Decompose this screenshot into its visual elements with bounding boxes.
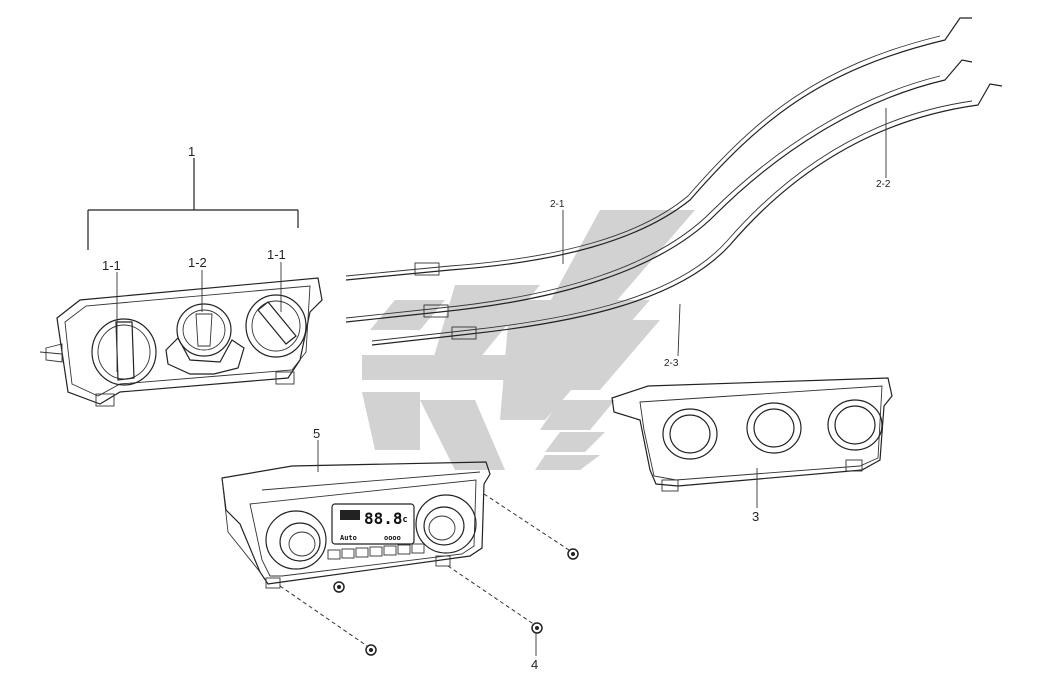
display-temp: 88.8 [364,509,403,528]
button-row [327,543,425,560]
display-unit: °c [397,515,408,525]
screw-icon [365,644,377,656]
display-mode-text: oooo [384,534,401,542]
leader-lines [87,108,887,656]
label-screw-4: 4 [531,657,538,672]
label-knob-center: 1-2 [188,255,207,270]
label-knob-right: 1-1 [267,247,286,262]
panel-3-trim [611,377,893,492]
label-assembly-1: 1 [188,144,195,159]
screws-4 [279,493,579,656]
cable-2-3 [371,83,1003,346]
label-cable-2-2: 2-2 [876,179,891,190]
part-labels: 1 1-1 1-2 1-1 2-1 2-2 2-3 3 4 5 [102,144,891,672]
screw-icon [531,622,543,634]
label-panel-5: 5 [313,426,320,441]
label-knob-left: 1-1 [102,258,121,273]
cables-group [345,17,1003,346]
screw-icon [333,581,345,593]
cable-2-2 [345,59,973,323]
label-panel-3: 3 [752,509,759,524]
label-cable-2-3: 2-3 [664,358,679,369]
assembly-1-control-head [39,277,323,407]
label-cable-2-1: 2-1 [550,199,565,210]
screw-icon [567,548,579,560]
watermark-logo [362,210,695,470]
display-fan-text: Auto [340,534,357,542]
cable-2-1 [345,17,972,281]
panel-5-control-head: 88.8 °c Auto oooo [221,461,491,589]
display-seat-icon [340,510,360,520]
